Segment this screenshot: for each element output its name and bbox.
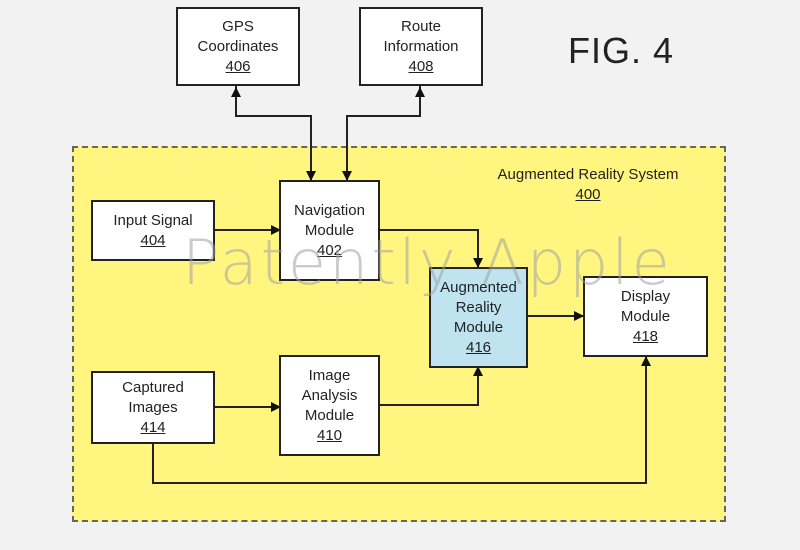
edge-route-navigation (342, 86, 421, 181)
node-navigation-module[interactable]: Navigation Module 402 (279, 180, 380, 281)
node-ref: 414 (140, 418, 166, 436)
system-title: Augmented Reality System (497, 166, 679, 183)
node-gps-coordinates[interactable]: GPS Coordinates 406 (176, 7, 300, 86)
node-augmented-reality-module[interactable]: Augmented Reality Module 416 (429, 267, 528, 368)
node-ref: 418 (632, 327, 659, 345)
node-captured-images[interactable]: Captured Images 414 (91, 371, 215, 444)
node-label: Reality (455, 298, 502, 316)
node-label: Analysis (301, 386, 358, 404)
edge-navigation-gps (231, 87, 311, 117)
node-ref: 402 (316, 241, 343, 259)
figure-label: FIG. 4 (568, 30, 675, 71)
edge-navigation-route (347, 87, 425, 117)
node-label: Module (304, 406, 355, 424)
node-ref: 416 (465, 338, 492, 356)
node-label: Information (383, 37, 459, 55)
edge-gps-navigation (235, 86, 316, 181)
node-image-analysis-module[interactable]: Image Analysis Module 410 (279, 355, 380, 456)
node-display-module[interactable]: Display Module 418 (583, 276, 708, 357)
node-label: Coordinates (197, 37, 279, 55)
system-ref: 400 (575, 186, 601, 203)
edge-navigation-ar (379, 229, 483, 268)
node-ref: 404 (140, 231, 166, 249)
node-label: Module (620, 307, 671, 325)
node-label: Route (400, 17, 442, 35)
node-label: Navigation (294, 201, 365, 219)
node-route-information[interactable]: Route Information 408 (359, 7, 483, 86)
node-input-signal[interactable]: Input Signal 404 (91, 200, 215, 261)
edge-captured-display (152, 356, 651, 484)
node-label: Images (128, 398, 178, 416)
node-ref: 408 (408, 57, 434, 75)
node-label: Input Signal (113, 211, 193, 229)
node-label: Image (308, 366, 351, 384)
system-label: Augmented Reality System 400 (470, 165, 706, 205)
node-label: Captured (122, 378, 184, 396)
node-label: Display (620, 287, 671, 305)
node-label: Module (453, 318, 504, 336)
node-ref: 410 (316, 426, 343, 444)
node-label: Module (304, 221, 355, 239)
node-label: GPS (222, 17, 254, 35)
node-ref: 406 (225, 57, 251, 75)
edge-analysis-ar (379, 366, 483, 406)
node-label: Augmented (440, 278, 517, 296)
